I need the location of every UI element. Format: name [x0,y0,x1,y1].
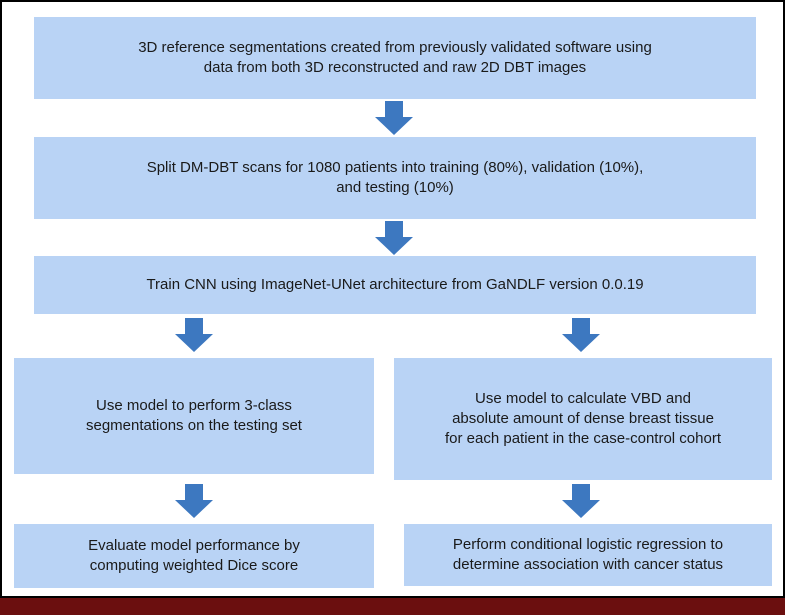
down-arrow-icon [175,318,213,352]
step-split-scans-box: Split DM-DBT scans for 1080 patients int… [34,137,756,219]
diagram-frame: 3D reference segmentations created from … [0,0,785,598]
step-evaluate-dice-box: Evaluate model performance by computing … [14,524,374,588]
bottom-band [0,598,785,615]
step-reference-segmentations-box: 3D reference segmentations created from … [34,17,756,99]
step-train-cnn-box: Train CNN using ImageNet-UNet architectu… [34,256,756,314]
step-logistic-regression-box: Perform conditional logistic regression … [404,524,772,586]
down-arrow-icon [562,318,600,352]
down-arrow-icon [175,484,213,518]
step-segment-testing-set-box: Use model to perform 3-class segmentatio… [14,358,374,474]
down-arrow-icon [375,221,413,255]
step-calculate-vbd-box: Use model to calculate VBD and absolute … [394,358,772,480]
down-arrow-icon [562,484,600,518]
down-arrow-icon [375,101,413,135]
